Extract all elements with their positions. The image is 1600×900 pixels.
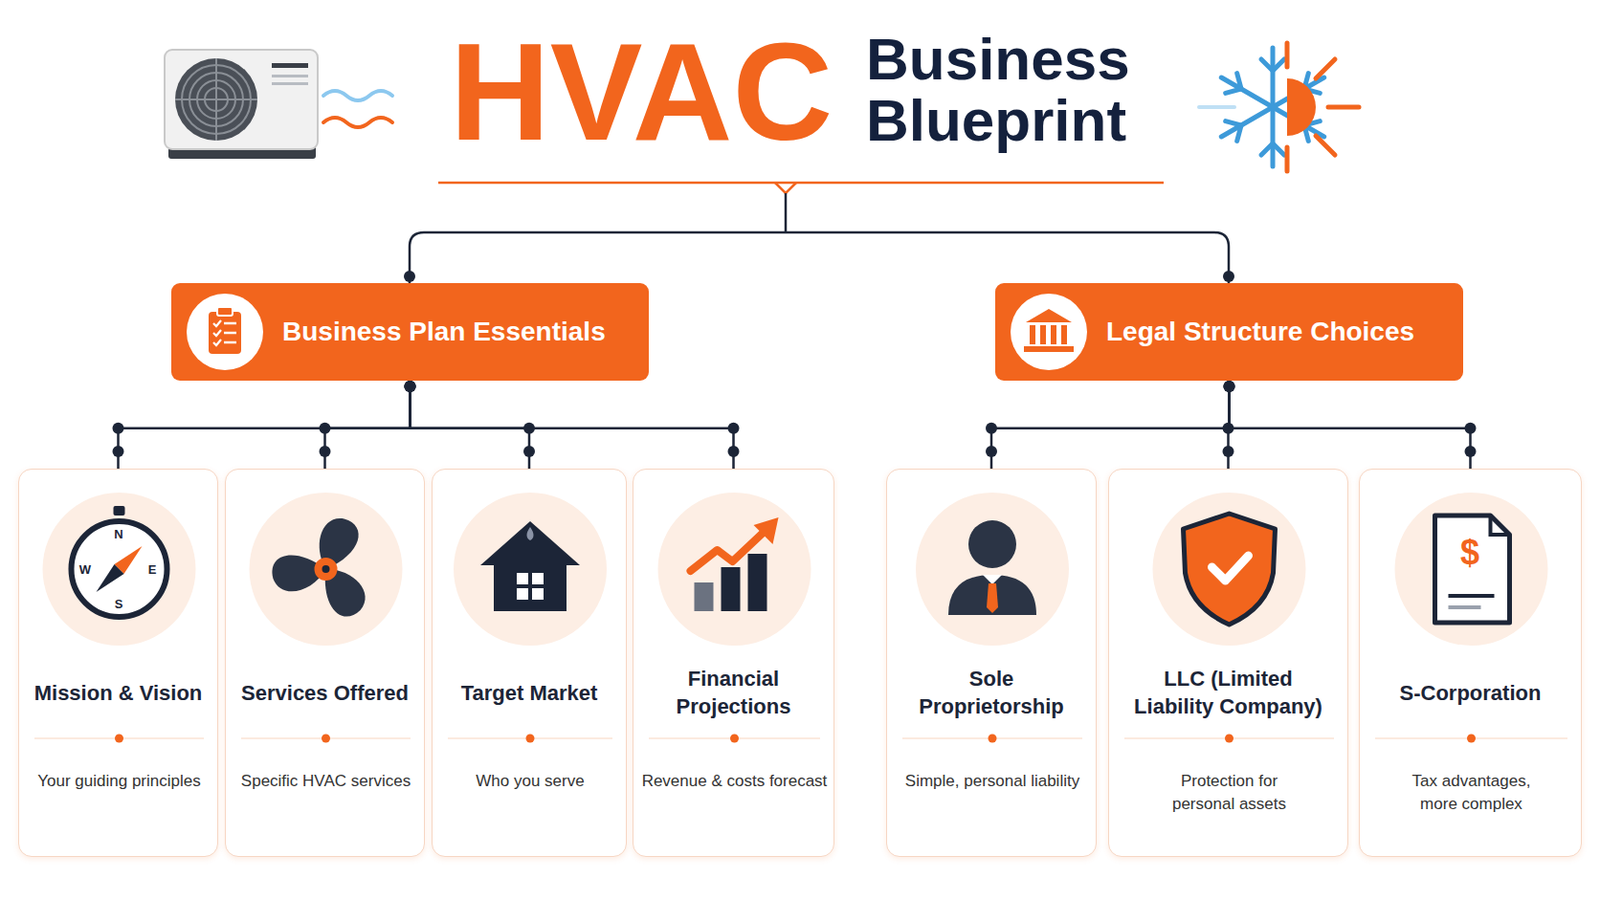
connector-dot: [1222, 445, 1235, 458]
card-title: LLC (Limited Liability Company): [1128, 661, 1330, 725]
connector-dot: [728, 422, 740, 435]
connector-dot: [319, 422, 332, 435]
icon-picture: [887, 469, 1098, 859]
connector-group: [404, 380, 740, 469]
separator-dot: [526, 734, 535, 744]
ac-unit-illustration: [164, 49, 393, 159]
topic-card: Financial ProjectionsRevenue & costs for…: [632, 468, 835, 858]
connector-line: [410, 380, 734, 469]
card-title: Mission & Vision: [26, 661, 210, 725]
connector-line: [1229, 380, 1471, 469]
connector-dot: [1465, 422, 1477, 435]
compass-letter: N: [113, 528, 123, 542]
separator-dot: [988, 734, 998, 744]
compass-icon: [43, 492, 197, 646]
compass-letter: W: [79, 563, 91, 578]
house-icon: [453, 492, 607, 646]
section-box: Legal Structure Choices: [995, 283, 1464, 381]
connector-dot: [319, 445, 332, 458]
separator-dot: [1224, 734, 1234, 744]
doc-icon: [1395, 492, 1549, 646]
card-title: Sole Proprietorship: [894, 661, 1089, 725]
connector-group: [1223, 380, 1477, 469]
connector-group: [319, 380, 417, 469]
connector-line: [325, 380, 411, 469]
title-text: HVAC: [449, 22, 833, 162]
connector-dot: [112, 445, 125, 458]
icon-picture: [633, 469, 836, 859]
chart-icon: [658, 492, 812, 646]
connector-dot: [1223, 380, 1236, 393]
connector-dot: [1223, 380, 1236, 393]
connector-dot: [404, 380, 417, 393]
compass-letter: S: [114, 598, 124, 612]
separator-dot: [114, 734, 124, 744]
climate-icon: [1199, 43, 1359, 172]
topic-card: Target MarketWho you serve: [431, 468, 627, 858]
connector-dot: [523, 445, 535, 458]
icon-picture: [432, 469, 628, 859]
card-description: Who you serve: [439, 770, 622, 794]
separator-dot: [1466, 734, 1476, 744]
section-title: Legal Structure Choices: [1106, 315, 1415, 349]
card-title: Services Offered: [233, 661, 417, 725]
card-title: S-Corporation: [1367, 661, 1574, 725]
connector-group: [404, 380, 536, 469]
section-title: Business Plan Essentials: [282, 315, 606, 349]
topic-card: LLC (Limited Liability Company) Protectio…: [1108, 468, 1349, 858]
connector-group: [112, 380, 417, 469]
topic-card: Sole ProprietorshipSimple, personal liab…: [886, 468, 1097, 858]
connector-dot: [985, 445, 998, 458]
card-description: Simple, personal liability: [894, 770, 1091, 794]
currency-symbol: $: [1460, 534, 1480, 572]
bank-icon: [1010, 293, 1088, 371]
connector-dot: [112, 422, 125, 435]
connector-dot: [404, 380, 417, 393]
connector-dot: [1465, 445, 1477, 458]
title-connector: [403, 182, 1235, 284]
connector-dot: [404, 380, 417, 393]
card-description: Revenue & costs forecast: [636, 770, 833, 794]
topic-card: Services OfferedSpecific HVAC services: [224, 468, 425, 858]
connector-dot: [1223, 380, 1236, 393]
card-description: Tax advantages, more complex: [1400, 770, 1544, 817]
separator-dot: [730, 734, 739, 744]
card-title: Financial Projections: [641, 661, 826, 725]
clip-icon: [186, 293, 264, 371]
connector-dot: [728, 445, 740, 458]
connector-line: [118, 380, 411, 469]
card-description: Specific HVAC services: [230, 770, 423, 794]
topic-card: S-CorporationTax advantages, more comple…: [1358, 468, 1582, 858]
card-description: Protection for personal assets: [1153, 770, 1307, 817]
icon-picture: [225, 469, 426, 859]
connector-dot: [404, 380, 417, 393]
connector-group: [985, 380, 1236, 469]
compass-letter: E: [148, 563, 157, 578]
connector-line: [410, 380, 531, 469]
topic-card: Mission & VisionYour guiding principles: [18, 468, 219, 858]
fan-icon: [249, 492, 403, 646]
shield-icon: [1153, 492, 1307, 646]
card-description: Your guiding principles: [23, 770, 216, 794]
connector-line: [991, 380, 1230, 469]
connector-dot: [985, 422, 998, 435]
title-subtext: Business Blueprint: [866, 28, 1163, 152]
section-box: Business Plan Essentials: [171, 283, 649, 381]
person-icon: [915, 492, 1069, 646]
separator-dot: [321, 734, 331, 744]
card-title: Target Market: [440, 661, 619, 725]
